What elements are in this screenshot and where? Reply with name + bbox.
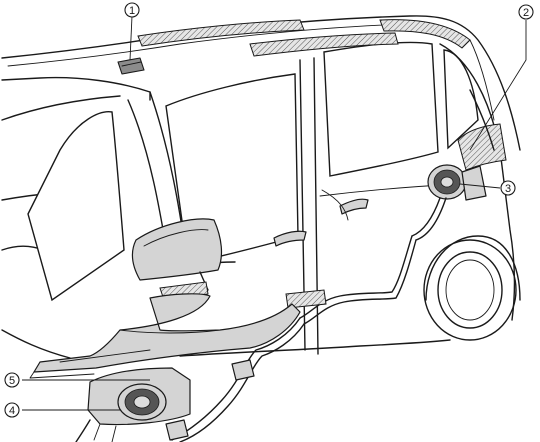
roof-air-outlet <box>117 57 145 75</box>
vehicle-body <box>1 15 521 359</box>
callout-5: 5 <box>4 372 20 388</box>
callout-3-label: 3 <box>505 183 511 195</box>
rear-duct <box>457 89 507 171</box>
refrigerant-lines <box>165 235 417 442</box>
roof-ducts <box>137 19 495 121</box>
callout-1-label: 1 <box>129 5 135 17</box>
callout-4: 4 <box>4 402 20 418</box>
callout-2-label: 2 <box>523 7 529 19</box>
callout-5-label: 5 <box>9 375 15 387</box>
front-blower-unit <box>75 367 191 442</box>
callout-2: 2 <box>518 4 534 20</box>
floor-duct <box>29 281 327 379</box>
callout-1: 1 <box>124 2 140 18</box>
side-mirror <box>131 218 223 291</box>
callout-3: 3 <box>500 180 516 196</box>
rear-blower-unit <box>411 164 487 241</box>
callout-4-label: 4 <box>9 405 15 417</box>
leader-lines <box>22 15 527 411</box>
